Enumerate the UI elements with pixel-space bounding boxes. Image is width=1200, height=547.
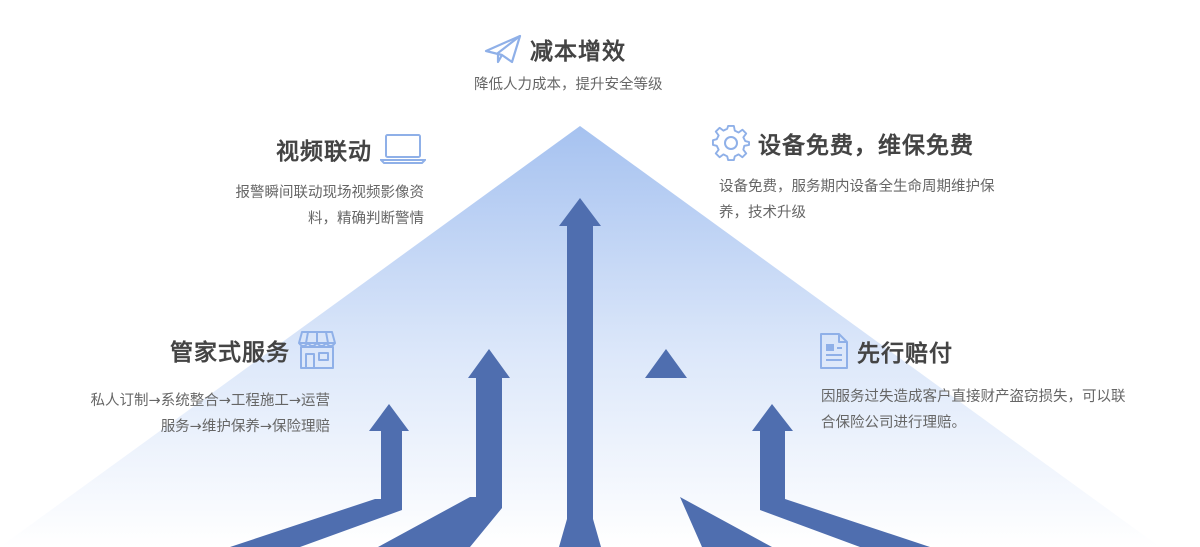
feature-free-device: 设备免费，维保免费 [712, 124, 974, 162]
feature-video-linkage: 视频联动 [276, 132, 426, 166]
feature-description: 因服务过失造成客户直接财产盗窃损失，可以联合保险公司进行理赔。 [821, 389, 1126, 431]
gear-icon [712, 124, 750, 162]
description-line: 私人订制→系统整合→工程施工→运营 [90, 393, 330, 409]
feature-title: 视频联动 [276, 139, 372, 165]
arrow-center [559, 198, 601, 547]
arrow-outer-left [230, 404, 409, 547]
feature-title: 减本增效 [530, 39, 626, 65]
arrow-inner-right [645, 349, 772, 547]
feature-cost-reduction: 减本增效 [484, 32, 626, 66]
storefront-icon [298, 330, 336, 370]
document-icon [819, 332, 849, 370]
paper-plane-icon [484, 33, 522, 65]
feature-title: 先行赔付 [857, 341, 953, 367]
description-line: 服务→维护保养→保险理赔 [160, 419, 330, 435]
arrow-outer-right [752, 404, 930, 547]
arrow-inner-left [378, 349, 510, 547]
laptop-icon [380, 133, 426, 165]
feature-description: 降低人力成本，提升安全等级 [474, 77, 663, 93]
feature-description: 私人订制→系统整合→工程施工→运营 服务→维护保养→保险理赔 [40, 388, 330, 440]
feature-description: 报警瞬间联动现场视频影像资料，精确判断警情 [235, 185, 425, 227]
feature-butler-service: 管家式服务 [170, 330, 336, 370]
feature-description: 设备免费，服务期内设备全生命周期维护保养，技术升级 [719, 179, 995, 221]
feature-title: 管家式服务 [170, 340, 290, 366]
feature-title: 设备免费，维保免费 [758, 133, 974, 159]
feature-advance-compensation: 先行赔付 [819, 332, 953, 370]
